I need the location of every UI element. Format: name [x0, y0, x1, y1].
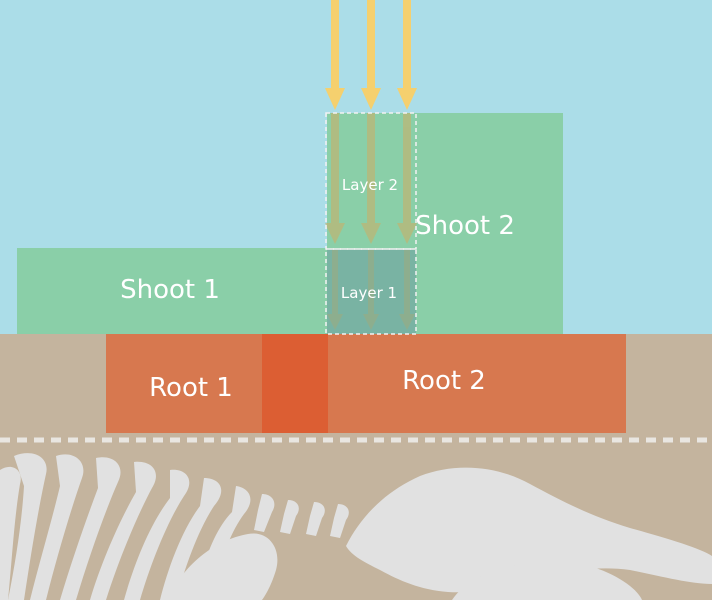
- skull-bone: [346, 467, 712, 593]
- root-2: [328, 334, 626, 433]
- down-arrow-icon: [397, 0, 417, 110]
- canopy-overlap: [327, 249, 416, 334]
- down-arrow-icon: [399, 250, 415, 330]
- down-arrow-icon: [361, 0, 381, 110]
- rib-bone: [160, 478, 222, 600]
- light-arrows-layer-2: [325, 113, 417, 244]
- root-1-label: Root 1: [149, 373, 233, 403]
- rib-bone: [8, 453, 47, 600]
- vertebra-bone: [280, 500, 299, 534]
- vertebra-bone: [306, 502, 325, 536]
- rib-bone: [30, 454, 84, 600]
- down-arrow-icon: [363, 250, 379, 330]
- rib-bone: [124, 469, 190, 600]
- layer-2-label: Layer 2: [342, 176, 398, 194]
- down-arrow-icon: [397, 113, 417, 244]
- vertebra-bone: [254, 494, 275, 532]
- vertebra-bone: [330, 504, 349, 538]
- light-arrows: [325, 0, 417, 110]
- light-arrows-layer-1: [327, 250, 415, 330]
- rib-bone: [0, 466, 21, 600]
- layer-1-outline: [325, 248, 417, 335]
- shoot-1: [17, 248, 327, 334]
- down-arrow-icon: [325, 113, 345, 244]
- shoot-1-label: Shoot 1: [120, 275, 220, 305]
- down-arrow-icon: [361, 113, 381, 244]
- down-arrow-icon: [325, 0, 345, 110]
- layer-2-outline: [325, 112, 417, 250]
- pelvis-bone: [168, 533, 278, 600]
- jaw-bone: [452, 561, 642, 600]
- rib-bone: [90, 461, 156, 600]
- shoot-2-label: Shoot 2: [415, 211, 515, 241]
- root-overlap: [262, 334, 328, 433]
- fossil-skeleton: [0, 453, 712, 600]
- rib-bone: [60, 457, 121, 600]
- root-2-label: Root 2: [402, 366, 486, 396]
- layer-1-label: Layer 1: [341, 284, 397, 302]
- down-arrow-icon: [327, 250, 343, 330]
